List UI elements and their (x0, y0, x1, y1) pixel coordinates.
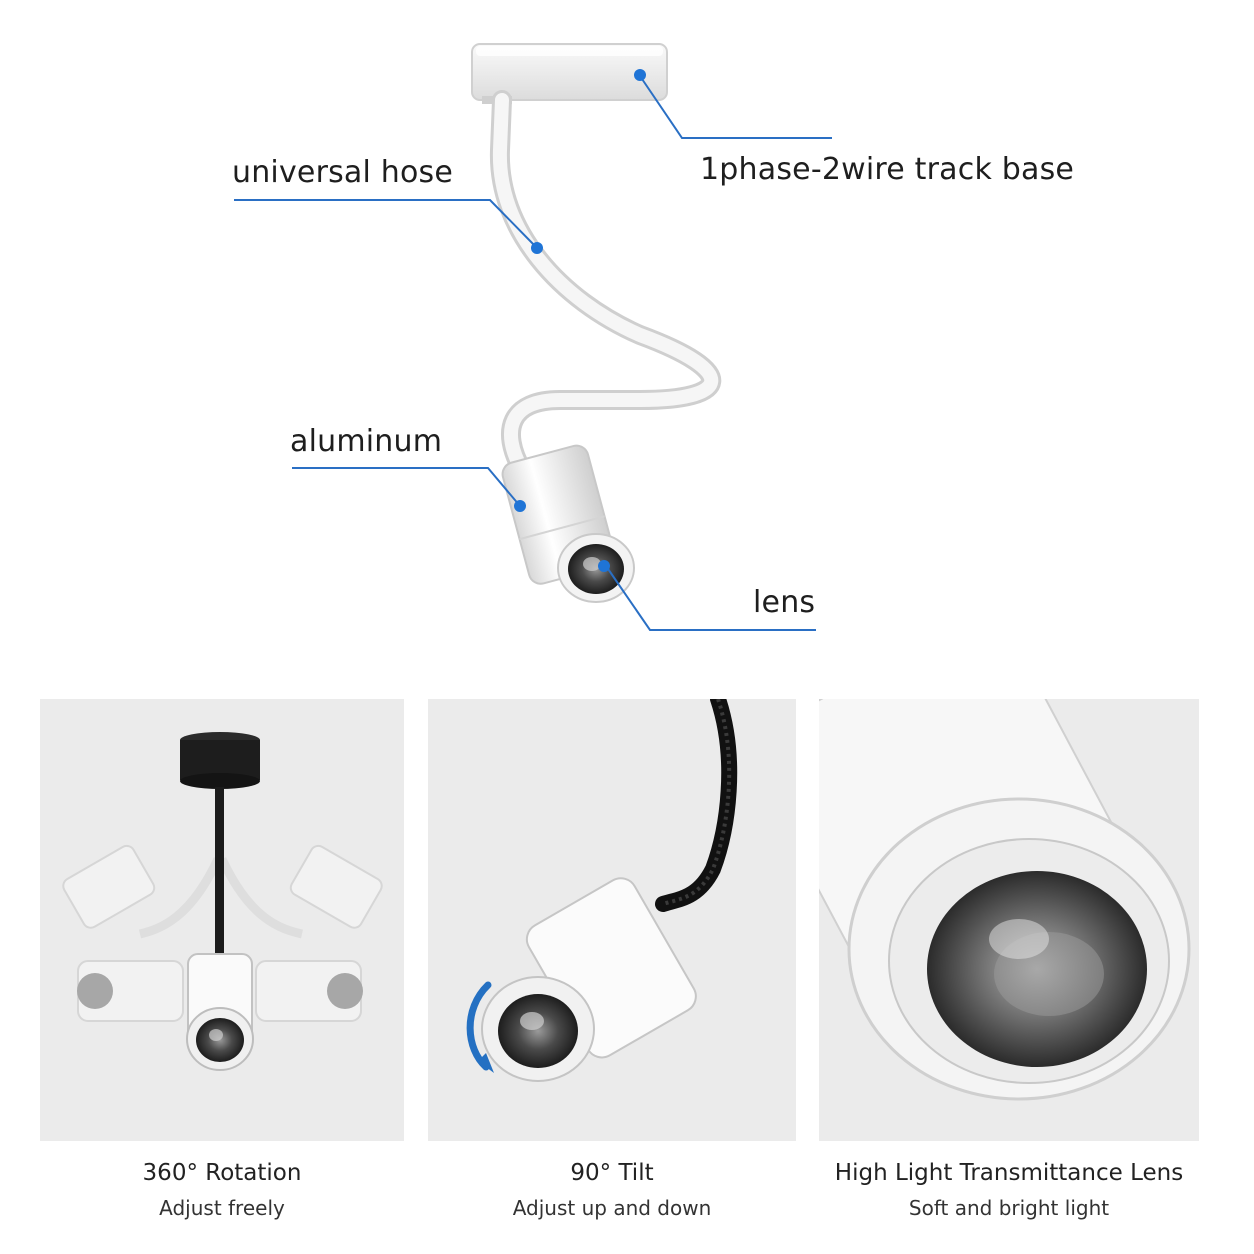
feature-caption-rotation: 360° Rotation Adjust freely (40, 1160, 404, 1220)
feature-image-rotation (40, 699, 404, 1141)
track-base (471, 43, 668, 104)
feature-title-lens: High Light Transmittance Lens (834, 1160, 1184, 1186)
leader-lines (234, 75, 832, 631)
callout-track-base: 1phase-2wire track base (700, 152, 1075, 187)
feature-caption-lens: High Light Transmittance Lens Soft and b… (819, 1160, 1199, 1220)
callout-dots (514, 69, 646, 572)
feature-subtitle-rotation: Adjust freely (159, 1196, 285, 1220)
callout-lens: lens (753, 585, 816, 620)
feature-image-lens (819, 699, 1199, 1141)
feature-subtitle-lens: Soft and bright light (908, 1196, 1110, 1220)
product-illustration (234, 43, 832, 631)
feature-title-tilt: 90° Tilt (570, 1160, 654, 1186)
feature-title-rotation: 360° Rotation (142, 1160, 302, 1186)
callout-universal-hose: universal hose (232, 155, 454, 190)
feature-caption-tilt: 90° Tilt Adjust up and down (428, 1160, 796, 1220)
feature-subtitle-tilt: Adjust up and down (512, 1196, 712, 1220)
feature-image-tilt (428, 699, 796, 1141)
universal-hose (489, 90, 722, 480)
lens (557, 533, 635, 603)
callout-aluminum: aluminum (290, 424, 443, 459)
